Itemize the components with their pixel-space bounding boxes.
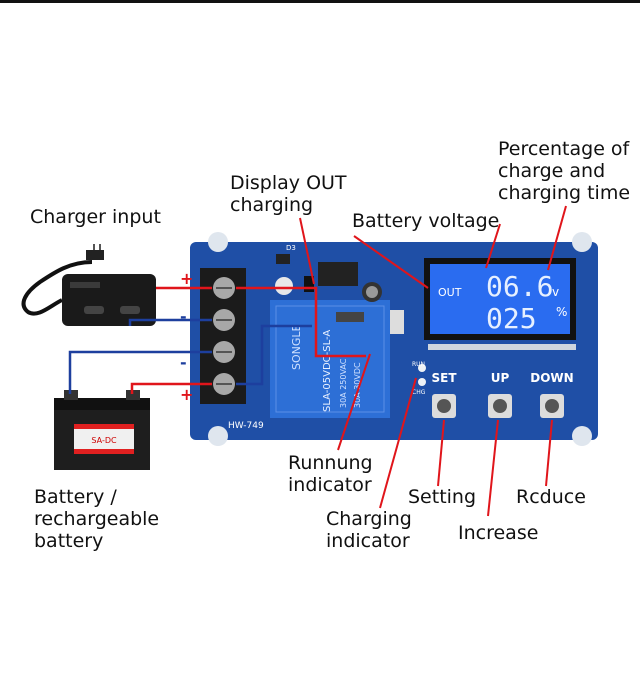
pointer-percentage (547, 205, 567, 271)
relay (270, 300, 390, 418)
button-label-up: UP (491, 371, 510, 385)
header-pins (390, 310, 404, 334)
battery-terminal-negative (64, 390, 78, 400)
lcd-voltage: 06.6 (486, 270, 553, 303)
battery-terminal-positive (126, 390, 140, 400)
mosfet (304, 276, 314, 292)
run-led (418, 364, 426, 372)
pointer-reduce (545, 419, 553, 487)
pointer-charging (379, 377, 417, 509)
top-border (0, 0, 640, 3)
polarity-minus-a: - (180, 307, 187, 326)
wire-internal-1 (236, 286, 366, 358)
mount-hole-tl (208, 232, 228, 252)
relay-model: SLA-05VDC-SL-A (322, 330, 333, 412)
battery-brand: SA-DC (91, 436, 117, 445)
label-display-out-charging: Display OUT charging (230, 172, 347, 216)
mount-hole-bl (208, 426, 228, 446)
lcd-out: OUT (438, 286, 462, 299)
label-battery: Battery / rechargeable battery (34, 486, 160, 552)
charger-plug (86, 250, 104, 260)
relay-rating-1: 30A 250VAC (339, 358, 348, 408)
pointer-battery-voltage (353, 235, 429, 289)
lcd-percent-unit: % (556, 305, 567, 319)
label-reduce: Rcduce (516, 486, 586, 508)
wires (68, 286, 366, 394)
pointer-running (337, 353, 371, 451)
lcd-pin-row (428, 344, 576, 350)
board-model: HW-749 (228, 421, 264, 431)
mount-hole-tr (572, 232, 592, 252)
pointer-setting (437, 419, 445, 487)
diode-d3 (276, 254, 290, 264)
pointer-battery-voltage-b (485, 223, 501, 269)
label-running-indicator: Runnung indicator (288, 452, 373, 496)
battery: SA-DC (54, 390, 150, 470)
label-setting: Setting (408, 486, 477, 508)
down-button[interactable] (540, 394, 564, 418)
up-button[interactable] (488, 394, 512, 418)
terminal-screws (213, 277, 235, 395)
lcd-percent: 025 (486, 302, 537, 335)
label-percentage-time: Percentage of charge and charging time (498, 138, 631, 204)
lcd-voltage-unit: v (552, 285, 559, 299)
charger-body (62, 274, 156, 326)
label-charging-indicator: Charging indicator (326, 508, 412, 552)
ic-chip (318, 262, 358, 286)
polarity-plus-bottom: + (180, 385, 193, 404)
relay-brand: SONGLE (290, 324, 303, 370)
potentiometer (275, 277, 293, 295)
wire-internal-2 (236, 324, 312, 386)
chg-led-label: CHG (412, 389, 426, 396)
wire-battery-negative (68, 350, 212, 394)
lcd-screen (430, 264, 570, 334)
label-increase: Increase (458, 522, 539, 544)
chg-led (418, 378, 426, 386)
label-battery-voltage: Battery voltage (352, 210, 500, 232)
mount-hole-br (572, 426, 592, 446)
label-charger-input: Charger input (30, 206, 161, 228)
run-led-label: RUN (412, 361, 425, 368)
pointer-display-out (299, 217, 315, 285)
chip-label: D3 (286, 244, 296, 252)
polarity-minus-b: - (180, 353, 187, 372)
wire-charger-negative (128, 318, 212, 326)
circuit-board: SONGLE SLA-05VDC-SL-A 30A 250VAC 30A 30V… (190, 232, 598, 446)
pointers (299, 205, 567, 517)
charger-cable (21, 260, 93, 316)
wire-battery-positive (130, 382, 212, 394)
set-button[interactable] (432, 394, 456, 418)
button-label-set: SET (431, 371, 457, 385)
pointer-increase (487, 419, 499, 517)
charger-adapter (21, 244, 156, 326)
button-label-down: DOWN (530, 371, 573, 385)
relay-rating-2: 30A 30VDC (353, 362, 362, 408)
crystal (336, 312, 364, 322)
polarity-plus-top: + (180, 269, 193, 288)
